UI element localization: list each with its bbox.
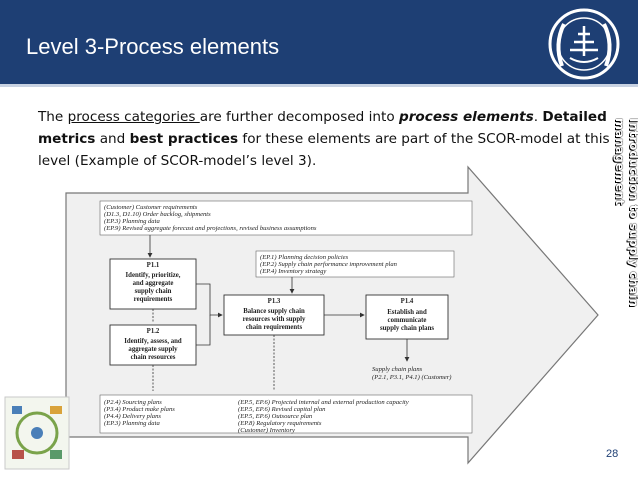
process-label: Establish and	[387, 309, 427, 316]
mid-input-line: (EP.1) Planning decision policies	[260, 254, 349, 261]
intro-text: The	[38, 109, 68, 125]
process-id: P1.2	[147, 328, 160, 335]
scor-level3-diagram: (Customer) Customer requirements (D1.3, …	[65, 165, 599, 465]
page-number: 28	[606, 448, 619, 460]
intro-bold-term: best practices	[129, 131, 239, 147]
process-label: aggregate supply	[128, 346, 178, 353]
process-label: Identify, prioritize,	[126, 272, 181, 279]
side-title: Introduction to supply chain management	[613, 118, 638, 308]
university-logo-icon	[548, 8, 620, 80]
intro-paragraph: The process categories are further decom…	[38, 106, 613, 172]
process-box-p1-1	[109, 258, 197, 310]
bottom-right-line: (EP.5, EP.6) Outsource plan	[238, 413, 313, 420]
top-input-line: (EP.3) Planning data	[104, 218, 160, 225]
process-label: requirements	[134, 296, 173, 303]
top-input-line: (D1.3, D1.10) Order backlog, shipments	[104, 211, 211, 218]
process-label: Identify, assess, and	[124, 338, 182, 345]
top-input-line: (EP.9) Revised aggregate forecast and pr…	[104, 225, 317, 232]
header-divider	[0, 84, 638, 87]
process-label: chain resources	[131, 354, 176, 361]
side-title-band: Introduction to supply chain management	[608, 118, 638, 378]
process-id: P1.1	[147, 262, 160, 269]
intro-bold-term: Detailed metrics	[38, 109, 607, 147]
process-label: resources with supply	[243, 316, 306, 323]
bottom-right-line: (EP.8) Regulatory requirements	[238, 420, 322, 427]
intro-underlined-term: process categories	[67, 109, 200, 125]
bottom-right-line: (EP.5, EP.6) Revised capital plan	[238, 406, 326, 413]
supply-chain-thumbnail-icon	[4, 396, 70, 470]
output-line: (P2.1, P3.1, P4.1) (Customer)	[372, 374, 451, 381]
intro-text: and	[95, 131, 130, 147]
top-inputs-box	[99, 200, 473, 236]
process-label: communicate	[388, 317, 427, 324]
bottom-left-line: (P2.4) Sourcing plans	[104, 399, 162, 406]
bottom-inputs-box	[99, 394, 473, 434]
process-label: Balance supply chain	[243, 308, 305, 315]
process-box-p1-2	[109, 324, 197, 366]
intro-text: are further decomposed into	[199, 109, 399, 125]
slide-header: Level 3-Process elements	[0, 0, 638, 84]
process-box-p1-4	[365, 294, 449, 340]
process-label: supply chain	[135, 288, 172, 295]
bottom-left-line: (EP.3) Planning data	[104, 420, 160, 427]
bottom-left-line: (P4.4) Delivery plans	[104, 413, 161, 420]
slide-title: Level 3-Process elements	[26, 34, 280, 59]
process-label: supply chain plans	[380, 325, 434, 332]
intro-emphasis: process elements	[399, 109, 534, 125]
process-label: and aggregate	[133, 280, 174, 287]
intro-text: for these elements are part of the SCOR-…	[38, 131, 610, 169]
process-label: chain requirements	[246, 324, 303, 331]
process-id: P1.3	[268, 298, 281, 305]
process-box-p1-3	[223, 294, 325, 336]
bottom-right-line: (Customer) Inventory	[238, 427, 295, 434]
output-line: Supply chain plans	[372, 366, 423, 373]
bottom-left-line: (P3.4) Product make plans	[104, 406, 175, 413]
process-id: P1.4	[401, 298, 414, 305]
mid-input-line: (EP.2) Supply chain performance improvem…	[260, 261, 398, 268]
intro-text: .	[533, 109, 543, 125]
top-input-line: (Customer) Customer requirements	[104, 204, 198, 211]
bottom-right-line: (EP.5, EP.6) Projected internal and exte…	[238, 399, 409, 406]
mid-inputs-box	[255, 250, 455, 278]
mid-input-line: (EP.4) Inventory strategy	[260, 268, 326, 275]
